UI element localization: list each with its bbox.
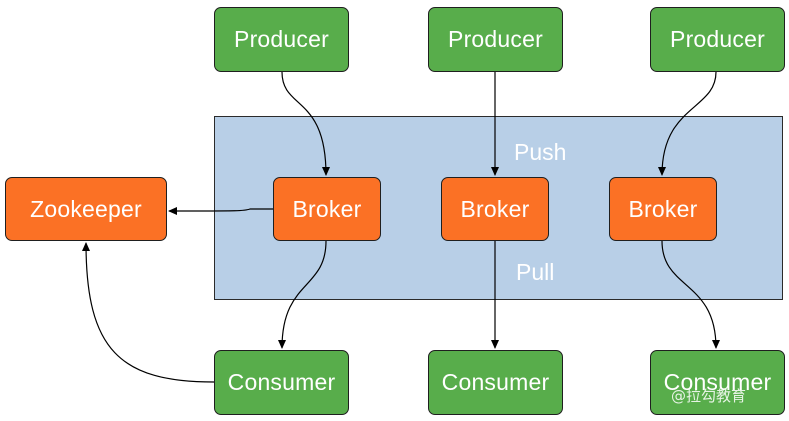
producer-node-3: Producer: [650, 7, 785, 72]
push-label: Push: [514, 139, 567, 165]
edge-consumer1-zookeeper: [82, 242, 215, 383]
producer-node-1: Producer: [214, 7, 349, 72]
consumer-node-3: Consumer: [650, 350, 785, 415]
edge-broker3-consumer3: [661, 240, 720, 349]
consumer-node-2: Consumer: [428, 350, 563, 415]
zookeeper-node: Zookeeper: [5, 177, 167, 241]
broker-node-1: Broker: [273, 177, 381, 241]
broker-node-3: Broker: [609, 177, 717, 241]
edge-producer3-broker3: [658, 71, 717, 176]
consumer-node-1: Consumer: [214, 350, 349, 415]
edge-broker1-zookeeper: [168, 206, 273, 215]
pull-label: Pull: [516, 259, 555, 285]
edge-broker1-consumer1: [278, 240, 327, 349]
edge-producer1-broker1: [281, 71, 330, 176]
broker-node-2: Broker: [441, 177, 549, 241]
producer-node-2: Producer: [428, 7, 563, 72]
watermark: @拉勾教育: [671, 387, 747, 405]
